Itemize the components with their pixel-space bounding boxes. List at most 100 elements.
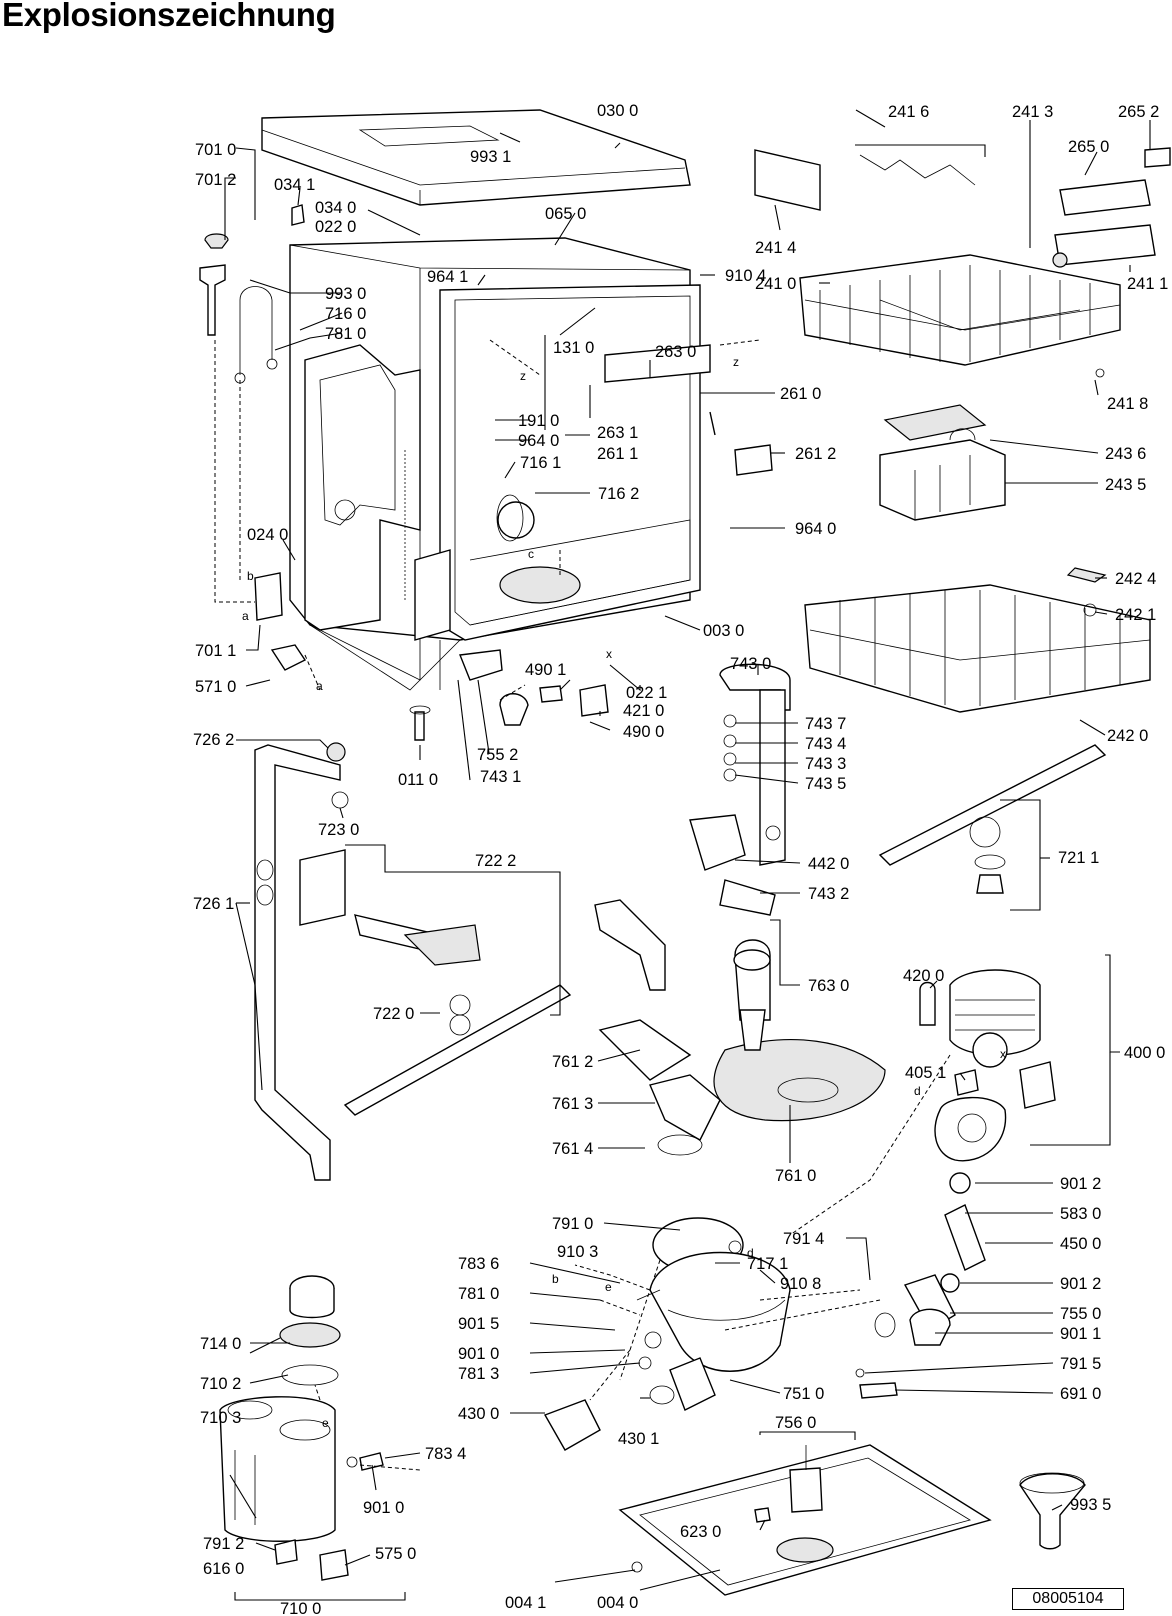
part-label-756-0: 756 0 xyxy=(775,1414,816,1432)
part-label-241-1: 241 1 xyxy=(1127,275,1168,293)
part-label-901-2-b: 901 2 xyxy=(1060,1275,1101,1293)
part-label-721-1: 721 1 xyxy=(1058,849,1099,867)
callout-letters: z z c x b a a x d d b e e xyxy=(242,355,1006,1430)
part-label-716-0: 716 0 xyxy=(325,305,366,323)
part-label-781-0: 781 0 xyxy=(325,325,366,343)
part-label-430-1: 430 1 xyxy=(618,1430,659,1448)
part-label-781-0-b: 781 0 xyxy=(458,1285,499,1303)
part-label-781-3: 781 3 xyxy=(458,1365,499,1383)
part-label-011-0: 011 0 xyxy=(398,771,438,789)
part-label-901-0-a: 901 0 xyxy=(458,1345,499,1363)
part-label-265-0: 265 0 xyxy=(1068,138,1109,156)
part-label-261-1: 261 1 xyxy=(597,445,638,463)
callout-letter-x: x xyxy=(606,647,612,661)
part-label-241-3: 241 3 xyxy=(1012,103,1053,121)
part-label-400-0: 400 0 xyxy=(1124,1044,1165,1062)
part-label-616-0: 616 0 xyxy=(203,1560,244,1578)
water-softener-drawing xyxy=(219,1275,384,1581)
document-number: 08005104 xyxy=(1012,1588,1124,1610)
callout-letter-z: z xyxy=(733,355,739,369)
part-label-623-0: 623 0 xyxy=(680,1523,721,1541)
part-label-714-0: 714 0 xyxy=(200,1335,241,1353)
lower-spray-arm-drawing xyxy=(299,849,572,1116)
cutlery-basket-drawing xyxy=(879,404,1006,521)
part-label-993-5: 993 5 xyxy=(1070,1496,1111,1514)
part-label-716-1: 716 1 xyxy=(520,454,561,472)
part-label-701-0: 701 0 xyxy=(195,141,236,159)
part-label-710-0: 710 0 xyxy=(280,1600,321,1616)
part-label-450-0: 450 0 xyxy=(1060,1235,1101,1253)
part-label-751-0: 751 0 xyxy=(783,1385,824,1403)
part-label-701-1: 701 1 xyxy=(195,642,236,660)
part-label-490-1: 490 1 xyxy=(525,661,566,679)
part-label-024-0: 024 0 xyxy=(247,526,288,544)
part-label-910-8: 910 8 xyxy=(780,1275,821,1293)
part-label-421-0: 421 0 xyxy=(623,702,664,720)
part-label-490-0: 490 0 xyxy=(623,723,664,741)
part-label-405-1: 405 1 xyxy=(905,1064,946,1082)
part-label-034-0: 034 0 xyxy=(315,199,356,217)
part-label-910-4: 910 4 xyxy=(725,267,766,285)
part-label-901-1: 901 1 xyxy=(1060,1325,1101,1343)
callout-letter-x: x xyxy=(1000,1047,1006,1061)
part-label-783-4: 783 4 xyxy=(425,1445,466,1463)
leader-lines xyxy=(224,109,1151,1601)
part-label-701-2: 701 2 xyxy=(195,171,236,189)
part-label-583-0: 583 0 xyxy=(1060,1205,1101,1223)
part-label-743-5: 743 5 xyxy=(805,775,846,793)
part-label-241-4: 241 4 xyxy=(755,239,796,257)
part-label-710-3: 710 3 xyxy=(200,1409,241,1427)
part-label-722-0: 722 0 xyxy=(373,1005,414,1023)
small-parts-drawing xyxy=(199,147,1171,1573)
part-label-743-2: 743 2 xyxy=(808,885,849,903)
callout-letter-d: d xyxy=(914,1084,921,1098)
part-label-783-6: 783 6 xyxy=(458,1255,499,1273)
part-label-901-2-a: 901 2 xyxy=(1060,1175,1101,1193)
part-label-022-0: 022 0 xyxy=(315,218,356,236)
part-label-993-1: 993 1 xyxy=(470,148,511,166)
callout-letter-z: z xyxy=(520,369,526,383)
part-label-242-1: 242 1 xyxy=(1115,606,1156,624)
part-label-743-4: 743 4 xyxy=(805,735,846,753)
callout-letter-e: e xyxy=(322,1416,329,1430)
part-drawings xyxy=(199,109,1171,1601)
callout-letter-b: b xyxy=(552,1272,559,1286)
drain-pump-drawing xyxy=(855,1172,986,1399)
part-label-717-1: 717 1 xyxy=(747,1255,788,1273)
part-label-691-0: 691 0 xyxy=(1060,1385,1101,1403)
part-label-716-2: 716 2 xyxy=(598,485,639,503)
part-label-993-0: 993 0 xyxy=(325,285,366,303)
part-label-791-2: 791 2 xyxy=(203,1535,244,1553)
base-drawing xyxy=(618,1444,992,1596)
funnel-drawing xyxy=(1019,1472,1086,1550)
part-label-761-2: 761 2 xyxy=(552,1053,593,1071)
part-label-723-0: 723 0 xyxy=(318,821,359,839)
part-label-243-5: 243 5 xyxy=(1105,476,1146,494)
part-label-241-6: 241 6 xyxy=(888,103,929,121)
part-label-722-2: 722 2 xyxy=(475,852,516,870)
part-label-131-0: 131 0 xyxy=(553,339,594,357)
part-label-003-0: 003 0 xyxy=(703,622,744,640)
sump-drawing xyxy=(543,899,886,1451)
part-label-242-0: 242 0 xyxy=(1107,727,1148,745)
part-label-191-0: 191 0 xyxy=(518,412,559,430)
part-label-761-3: 761 3 xyxy=(552,1095,593,1113)
part-label-791-4: 791 4 xyxy=(783,1230,824,1248)
part-label-791-5: 791 5 xyxy=(1060,1355,1101,1373)
part-label-261-2: 261 2 xyxy=(795,445,836,463)
part-label-030-0: 030 0 xyxy=(597,102,638,120)
part-label-263-0: 263 0 xyxy=(655,343,696,361)
part-label-901-5: 901 5 xyxy=(458,1315,499,1333)
lower-basket-drawing xyxy=(804,584,1151,713)
part-label-761-0: 761 0 xyxy=(775,1167,816,1185)
part-label-761-4: 761 4 xyxy=(552,1140,593,1158)
part-label-430-0: 430 0 xyxy=(458,1405,499,1423)
part-label-964-1: 964 1 xyxy=(427,268,468,286)
part-label-034-1: 034 1 xyxy=(274,176,315,194)
part-label-964-0-a: 964 0 xyxy=(518,432,559,450)
part-label-263-1: 263 1 xyxy=(597,424,638,442)
part-label-743-0: 743 0 xyxy=(730,655,771,673)
callout-letter-d: d xyxy=(747,1246,754,1260)
part-label-575-0: 575 0 xyxy=(375,1545,416,1563)
